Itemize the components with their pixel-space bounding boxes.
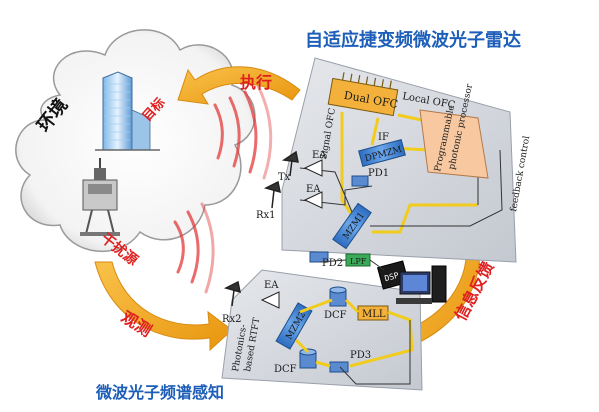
mzm2-box [275,302,313,350]
pd3-label: PD3 [350,350,371,361]
processor-box [419,109,489,179]
target-building-icon [95,71,160,151]
title-top: 自适应捷变频微波光子雷达 [305,29,521,51]
dsp-label: DSP [384,271,400,283]
tx-antenna-icon [281,150,299,177]
ea1-label: EA [312,150,327,161]
ea2-label: EA [306,184,321,195]
bottom-fibers [294,298,414,368]
execute-label: 执行 [240,73,272,92]
rx2-label: Rx2 [222,314,242,325]
pd1-box [351,175,369,187]
computer-icon [396,265,447,304]
if-label: IF [378,132,389,143]
rx1-antenna-icon [263,180,281,209]
rx1-label: Rx1 [256,210,276,221]
tx-label: Tx [278,172,291,183]
ea-label: EA [264,280,279,291]
dcf1-label: DCF [324,310,347,321]
ea1-amplifier [303,159,323,177]
radio-waves [173,84,273,294]
dcf1-spool [329,286,347,307]
dcf2-label: DCF [274,364,297,375]
rx2-antenna-icon [223,280,241,307]
dual-ofc-box [327,77,399,117]
pd2-box [309,251,329,263]
mll-label: MLL [362,309,386,320]
jammer-device-icon [80,158,120,236]
title-bottom: 微波光子频谱感知 [95,383,224,402]
pd3-box [329,361,349,373]
lpf-label: LPF [350,257,367,266]
rtft-panel: PD2 LPF DSP Rx2 EA MZM2 DCF MLL [221,251,447,391]
dpmzm-box [358,138,406,168]
mzm1-box [332,202,372,250]
pd2-label: PD2 [322,258,343,269]
ea-amplifier [260,291,280,309]
pd1-label: PD1 [368,168,389,179]
ea2-amplifier [303,191,323,209]
execute-arrow [177,66,301,105]
bottom-electrical-lines [319,259,411,385]
